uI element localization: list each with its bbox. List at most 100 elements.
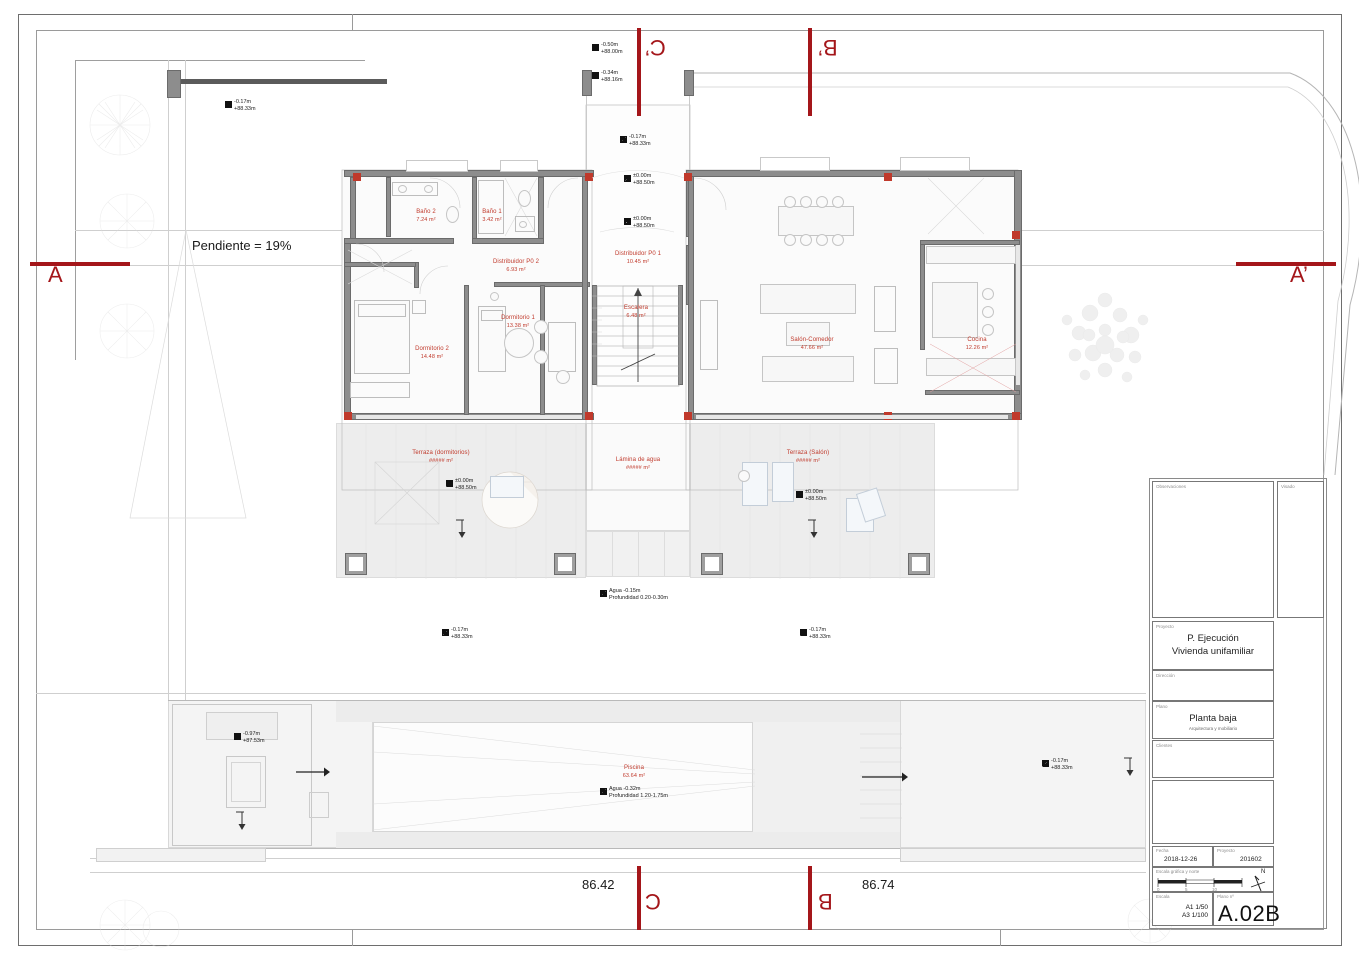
lower-left-inner-room xyxy=(206,712,278,740)
elevation-relative: -0.17m xyxy=(234,99,252,105)
elevation-absolute: +88.50m xyxy=(455,484,477,491)
elevation-absolute: +88.50m xyxy=(633,222,655,229)
titleblock-escala-value: A1 1/50 A3 1/100 xyxy=(1153,904,1208,920)
elevation-absolute: +88.33m xyxy=(234,105,256,112)
dining-chair-7 xyxy=(816,234,828,246)
terrace-dorm-lounger xyxy=(490,476,524,498)
water-note-lamina: Agua -0.15m Profundidad 0.20-0.30m xyxy=(600,588,668,601)
vegetation-bottom-left xyxy=(99,899,180,951)
room-label-distribuidor-p0-1: Distribuidor P0 1 10.45 m² xyxy=(588,250,688,266)
elevation-relative: ±0.00m xyxy=(633,173,652,179)
dining-chair-5 xyxy=(784,234,796,246)
room-area: 13.38 m² xyxy=(506,323,530,329)
lower-left-tub xyxy=(226,756,266,808)
room-name: Baño 2 xyxy=(416,209,436,215)
elevation-relative: -0.97m xyxy=(243,731,261,737)
flow-arrow-left xyxy=(296,767,330,777)
elevation-marker-12: -0.17m +88.33m xyxy=(1042,758,1073,771)
terrace-dormitorios-floor xyxy=(336,423,586,578)
coffee-table xyxy=(786,322,830,346)
section-label-A-prime: A’ xyxy=(1290,262,1308,287)
elevation-relative: -0.17m xyxy=(451,627,469,633)
hall-wall-right-light xyxy=(689,96,690,176)
titleblock-escala-label-caption: Escala xyxy=(1156,894,1170,899)
pillar-6 xyxy=(344,412,352,420)
wall-bedroom-west-upper xyxy=(350,177,356,239)
elevation-relative: -0.34m xyxy=(601,70,619,76)
titleblock-clientes-caption: Clientes xyxy=(1156,743,1173,748)
pillar-5 xyxy=(1012,231,1020,239)
wall-corridor-north xyxy=(414,262,419,288)
hall-wall-left-light xyxy=(586,96,587,176)
wall-stair-right xyxy=(678,285,683,385)
room-area: ##### m² xyxy=(428,458,454,464)
door-swing-entry xyxy=(599,227,675,233)
window-north-2 xyxy=(500,160,538,172)
glass-hatch-1 xyxy=(347,249,413,285)
elevation-marker-10: -0.17m +88.33m xyxy=(800,627,831,640)
down-arrow-icon-deck-right xyxy=(1124,757,1134,776)
wall-bedroom-north xyxy=(344,170,594,177)
lamina-de-agua-floor xyxy=(586,423,690,531)
wall-kitchen-divider xyxy=(920,240,925,350)
wall-bath1-south xyxy=(472,238,544,244)
site-boundary-left xyxy=(75,60,76,360)
elevation-relative: ±0.00m xyxy=(633,216,652,222)
elevation-relative: -0.50m xyxy=(601,42,619,48)
titleblock-escala-grafica: Escala gráfica y norte 0 5 10 N xyxy=(1152,867,1274,892)
elevation-marker-1: -0.50m +88.00m xyxy=(592,42,623,55)
slope-indicator xyxy=(129,229,247,519)
terrace-salon-lounger-1 xyxy=(742,462,768,506)
room-label-terraza-dormitorios: Terraza (dormitorios) ##### m² xyxy=(386,449,496,465)
lower-plan-outline-bottom xyxy=(168,848,1146,849)
water-depth: Profundidad 1.20-1.75m xyxy=(609,792,669,799)
bath1-basin xyxy=(519,221,527,228)
elevation-marker-2: -0.34m +88.16m xyxy=(592,70,623,83)
stair-grid-marks xyxy=(592,295,602,357)
door-swing-4 xyxy=(547,177,579,209)
room-area: 63.64 m² xyxy=(622,773,646,779)
wall-stair-left xyxy=(592,285,597,385)
door-swing-5 xyxy=(693,177,727,211)
wall-top-left-outer xyxy=(167,70,181,98)
staircase xyxy=(596,285,680,387)
dimension-right: 86.74 xyxy=(862,877,895,892)
graphic-scale-bar xyxy=(1157,878,1243,887)
titleblock-plano-subtitle: Arquitectura y mobiliario xyxy=(1188,726,1238,731)
vegetation-tree-right xyxy=(1061,292,1149,383)
titleblock-proyecto-caption: Proyecto xyxy=(1156,624,1174,629)
canopy-beam-top xyxy=(181,79,387,84)
kitchen-chair-1 xyxy=(982,288,994,300)
shelf-living xyxy=(700,300,718,370)
door-swing-canopy xyxy=(591,170,685,179)
section-label-C-prime: C’ xyxy=(645,35,666,60)
elevation-marker-5: ±0.00m +88.50m xyxy=(624,173,655,186)
site-vertical-2 xyxy=(168,60,169,860)
room-name: Dormitorio 1 xyxy=(501,315,535,321)
wall-top-hall-left xyxy=(582,70,592,96)
bath2-shower xyxy=(478,180,504,234)
room-area: ##### m² xyxy=(795,458,821,464)
door-swing-1 xyxy=(355,243,385,273)
wall-bedroom-divider-vert xyxy=(464,285,469,415)
wall-hall-left xyxy=(582,176,588,420)
bath2-toilet xyxy=(446,206,459,223)
section-line-A xyxy=(30,262,130,266)
titleblock-plano-ref: Plano nº A.02B xyxy=(1213,892,1280,926)
lower-left-small-box xyxy=(309,792,329,818)
north-arrow-icon xyxy=(1250,875,1266,892)
elevation-relative: ±0.00m xyxy=(805,489,824,495)
window-north-3 xyxy=(760,157,830,171)
room-name: Terraza (Salón) xyxy=(786,450,830,456)
terrace-salon-floor xyxy=(690,423,935,578)
room-area: 6.48 m² xyxy=(626,313,646,319)
escala-line1: A1 1/50 xyxy=(1185,904,1208,911)
terrace-salon-lounger-2 xyxy=(772,462,794,502)
section-line-B xyxy=(808,866,812,930)
slope-note: Pendiente = 19% xyxy=(192,238,292,253)
elevation-marker-4: -0.17m +88.33m xyxy=(620,134,651,147)
section-label-A: A xyxy=(48,262,63,287)
titleblock-escala-caption: Escala gráfica y norte xyxy=(1156,869,1200,874)
kitchen-chair-3 xyxy=(982,324,994,336)
elevation-absolute: +88.33m xyxy=(629,140,651,147)
